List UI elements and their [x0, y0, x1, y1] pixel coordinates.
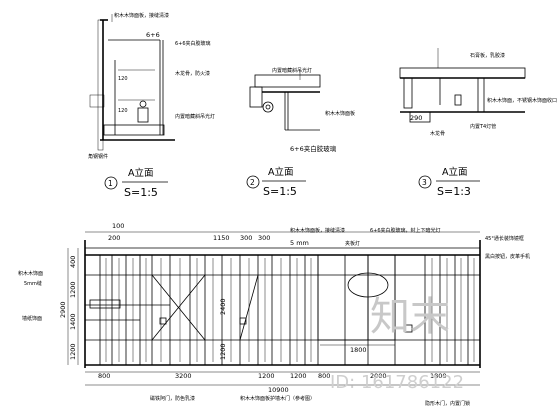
detail-1-number: 1: [108, 179, 113, 188]
elevation-mid-dim-2: 1200: [219, 343, 227, 360]
elevation-note-bottom-2: 积木木饰面板护墙木门（参考图）: [240, 395, 315, 402]
elevation-left-dim-2: 2900: [59, 301, 67, 318]
elevation-note-left-1: 积木木饰面: [18, 270, 43, 277]
detail-1-note-1: 积木木饰面板，接缝清漆: [114, 12, 169, 19]
watermark-logo: 知末: [370, 294, 450, 340]
detail-3-title: A立面: [442, 166, 468, 178]
elevation-glass-panel: [317, 254, 369, 341]
elevation-light-oval: [347, 272, 389, 298]
detail-1-dim-a: 6+6: [146, 31, 160, 39]
elevation-switch-2: [239, 317, 247, 325]
detail-3-note-2: 积木木饰面，不锈钢木饰面收口: [487, 97, 557, 104]
detail-2-dim: 6+6夹白胶玻璃: [290, 144, 337, 153]
elevation-bottom-dim-2: 3200: [175, 372, 192, 380]
detail-2-number-circle: [246, 175, 260, 189]
elevation-left-dim-3: 1200: [69, 281, 77, 298]
detail-1-bracket: [89, 94, 105, 108]
elevation-top-dim-5: 300: [258, 234, 270, 242]
detail-2-scale: S=1:5: [263, 185, 297, 198]
elevation-top-dim-1: 100: [112, 222, 124, 230]
elevation-top-dim-4: 300: [240, 234, 252, 242]
detail-1-scale: S=1:5: [124, 186, 158, 199]
detail-1-note-4: 内置暗藏斜吊光灯: [175, 113, 215, 120]
detail-1-note-5: 角钢钢件: [88, 153, 108, 160]
elevation-left-dim-4: 1400: [69, 313, 77, 330]
elevation: 1800 100 200 1150 300 300 400 2900 1200 …: [18, 222, 530, 407]
detail-3-wall: [403, 77, 413, 109]
detail-3: 石膏板，乳胶漆 积木木饰面，不锈钢木饰面收口 木龙骨 内置T4灯管 290 3 …: [399, 48, 557, 198]
elevation-bottom-dim-4: 1200: [290, 372, 307, 380]
elevation-note-top-1: 积木木饰面板，接缝清漆: [290, 227, 345, 234]
elevation-shelf: [89, 299, 121, 309]
elevation-bottom-dim-1: 800: [98, 372, 110, 380]
elevation-note-left-2: 5mm缝: [24, 280, 42, 287]
detail-1-dim-c: 120: [118, 108, 128, 114]
elevation-note-bottom-1: 磁铁阿门，防色乳漆: [150, 395, 195, 402]
elevation-panels: [99, 255, 475, 365]
detail-2-slab: [254, 74, 321, 88]
detail-1-dim-b: 120: [118, 76, 128, 82]
elevation-glass-panel-2: [367, 254, 396, 341]
detail-1-base: [103, 124, 165, 136]
elevation-top-dim-3: 1150: [213, 234, 230, 242]
detail-3-lamp: [454, 94, 462, 106]
elevation-top-dim-2: 200: [108, 234, 120, 242]
elevation-panel-dim: 5 mm: [290, 239, 309, 247]
detail-3-note-3: 木龙骨: [430, 130, 445, 137]
elevation-left-dim-5: 1200: [69, 343, 77, 360]
elevation-note-top-3: 夹板灯: [345, 240, 360, 247]
detail-1-note-2: 6+6夹白胶玻璃: [175, 40, 211, 47]
detail-3-dim: 290: [410, 114, 422, 122]
detail-3-note-4: 内置T4灯管: [470, 123, 496, 130]
detail-2-lamp-core: [265, 104, 271, 110]
detail-2-lamp: [262, 101, 274, 113]
watermark-id: ID: 161786122: [330, 372, 464, 393]
detail-2-title: A立面: [268, 166, 294, 178]
elevation-note-top-5: 黑白按钮，皮革手机: [485, 253, 530, 260]
elevation-door-cross-b: [151, 274, 206, 341]
detail-1: 6+6 120 120 积木木饰面板，接缝清漆 6+6夹白胶玻璃 木龙骨，防火漆…: [88, 12, 215, 199]
detail-1-lamp: [137, 107, 149, 123]
detail-1-lamp-bulb: [139, 100, 147, 108]
detail-2: 内置暗藏斜吊光灯 积木木饰面板 6+6夹白胶玻璃 2 A立面 S=1:5: [246, 67, 355, 198]
detail-3-base: [409, 111, 431, 123]
elevation-note-top-4: 45°通长装饰镜框: [485, 235, 524, 242]
detail-1-title: A立面: [128, 167, 154, 179]
elevation-bottom-total: 10900: [268, 386, 289, 394]
detail-3-slab: [399, 67, 526, 79]
elevation-bottom-dim-5: 800: [318, 372, 330, 380]
elevation-note-top-2: 6+6夹白胶玻璃，封上下暗光灯: [370, 227, 441, 234]
elevation-left-dim-1: 400: [69, 256, 77, 268]
elevation-mid-dim-1: 2400: [219, 298, 227, 315]
detail-1-number-circle: [104, 176, 118, 190]
detail-3-note-1: 石膏板，乳胶漆: [470, 52, 505, 59]
detail-1-note-3: 木龙骨，防火漆: [175, 70, 210, 77]
detail-2-note-2: 积木木饰面板: [325, 110, 355, 117]
elevation-note-left-3: 墙纸饰面: [22, 315, 42, 322]
detail-3-number-circle: [418, 175, 432, 189]
detail-2-number: 2: [250, 178, 255, 187]
detail-3-scale: S=1:3: [437, 185, 471, 198]
detail-1-wall-hatch: [97, 19, 104, 151]
elevation-bottom-dim-7: 1800: [430, 372, 447, 380]
detail-2-wall: [249, 86, 263, 108]
detail-3-number: 3: [422, 178, 427, 187]
elevation-inner-dim: 1800: [350, 346, 367, 354]
elevation-bottom-dim-6: 2000: [370, 372, 387, 380]
elevation-socket: [404, 324, 413, 333]
elevation-door-swing: [239, 274, 259, 341]
detail-2-note-1: 内置暗藏斜吊光灯: [272, 67, 312, 74]
elevation-note-bottom-3: 隐形木门，内置门锁: [425, 400, 470, 407]
elevation-bottom-dim-3: 1200: [258, 372, 275, 380]
elevation-switch-1: [159, 317, 167, 325]
